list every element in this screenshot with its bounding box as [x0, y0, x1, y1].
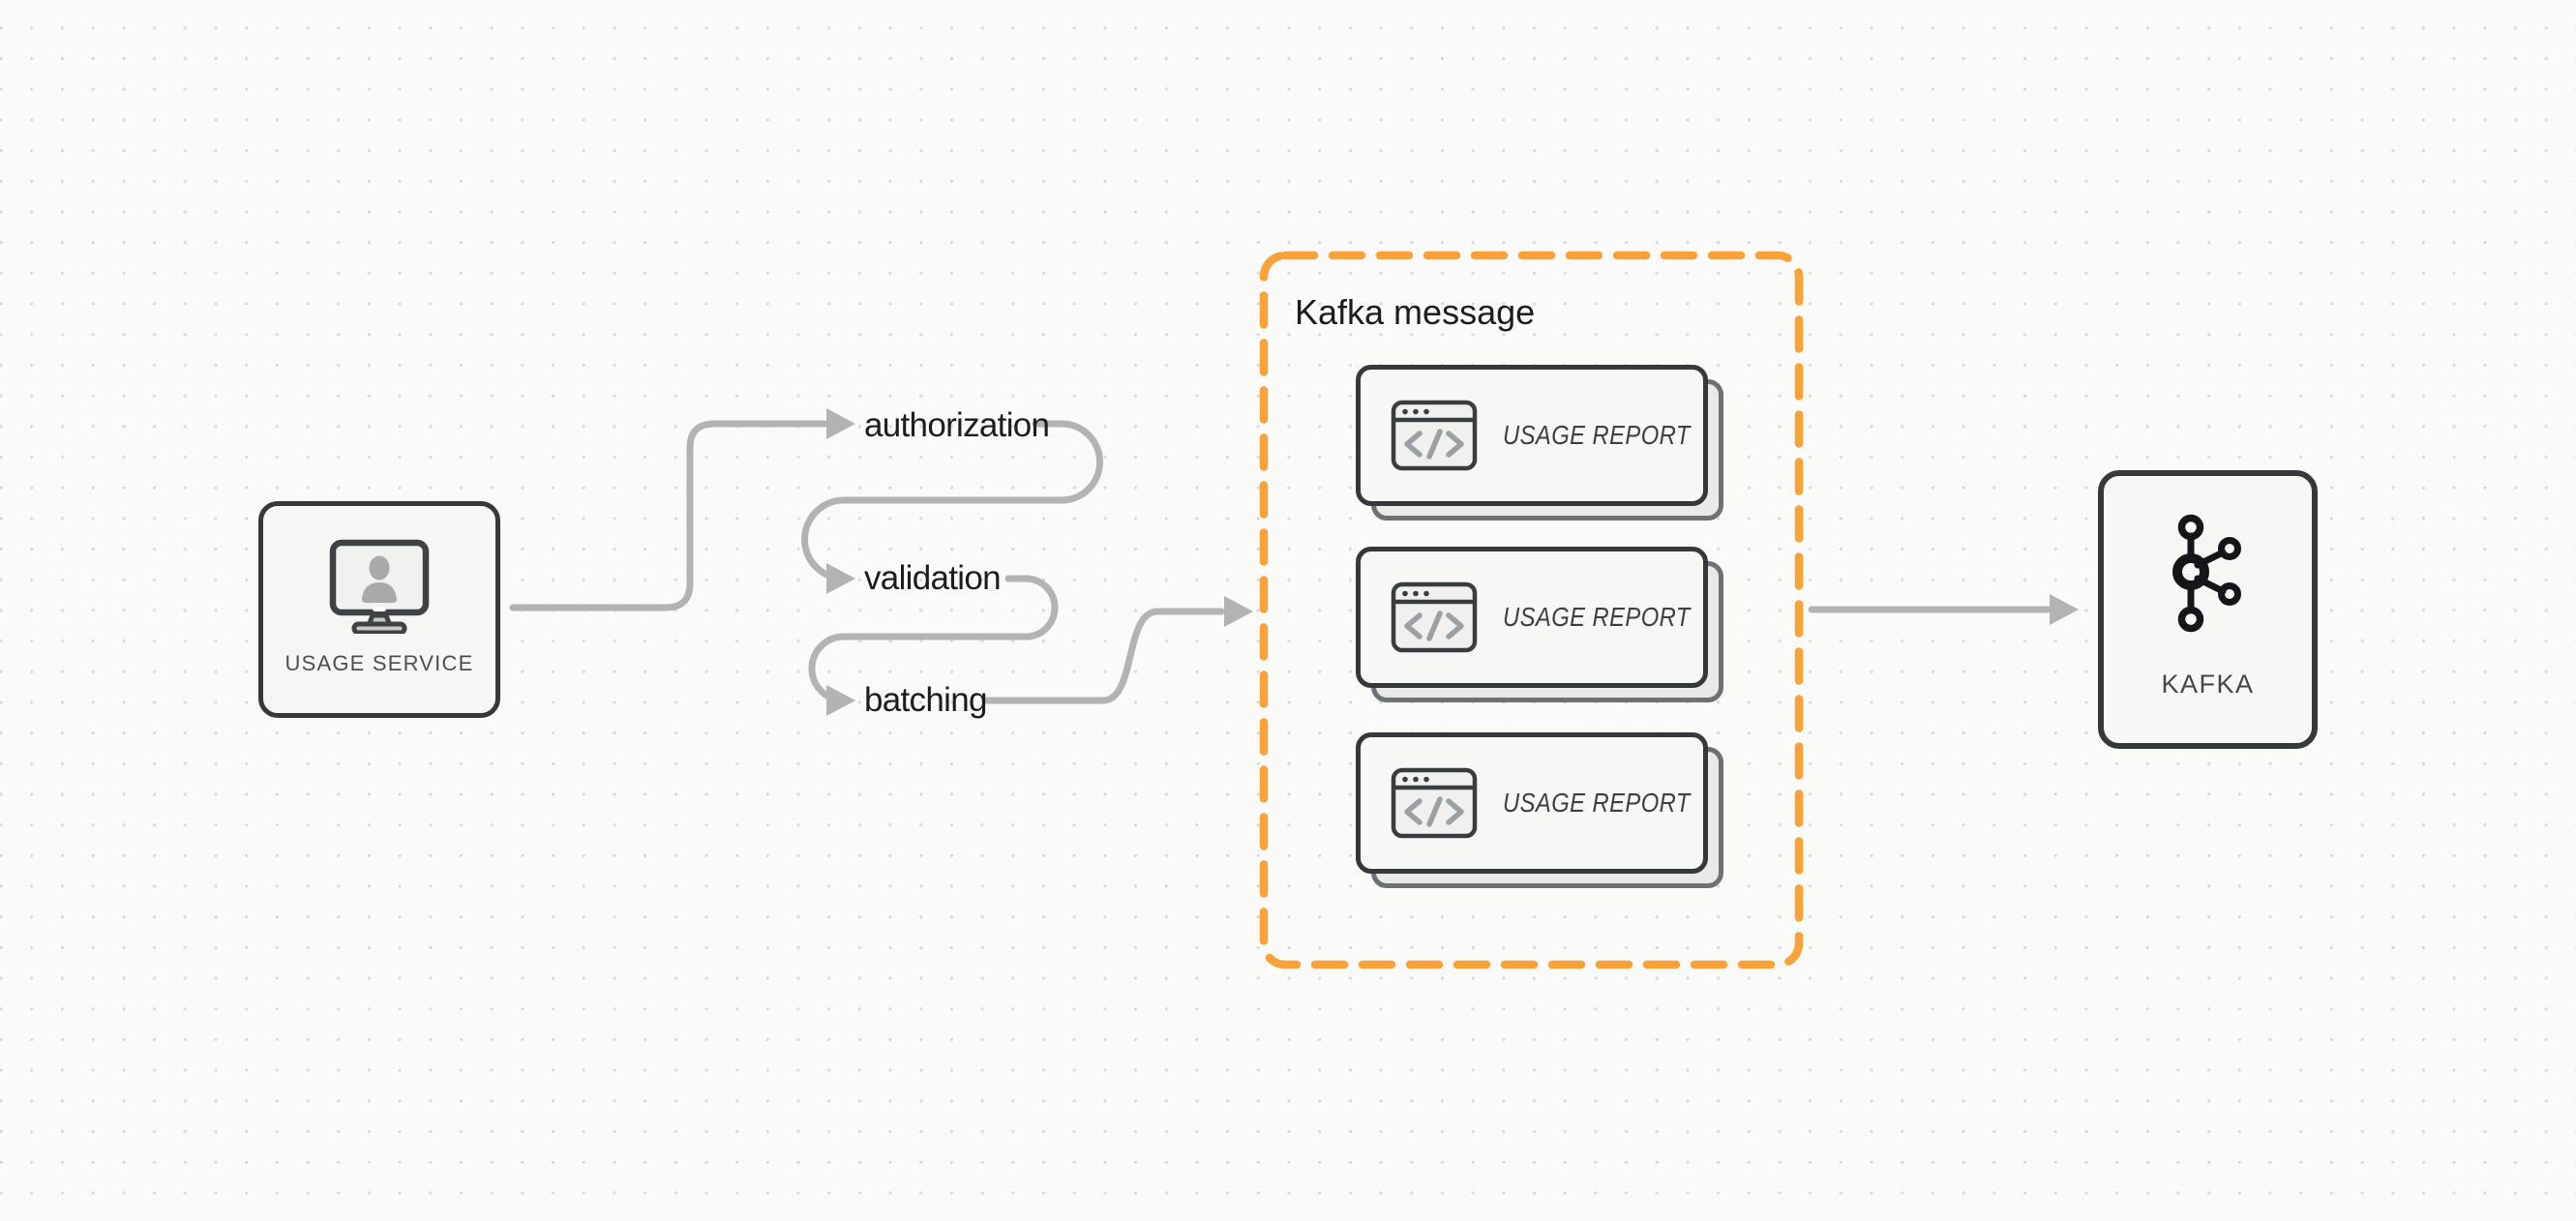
- card-front: USAGE REPORT: [1356, 732, 1708, 874]
- kafka-logo-icon: [2172, 514, 2241, 633]
- connector-batching-to-group: [981, 608, 1225, 704]
- usage-report-card: USAGE REPORT: [1356, 365, 1723, 521]
- code-window-icon: [1391, 767, 1478, 839]
- kafka-label: KAFKA: [2161, 670, 2255, 699]
- usage-report-card: USAGE REPORT: [1356, 732, 1723, 888]
- step-label-batching: batching: [864, 681, 987, 719]
- kafka-node: KAFKA: [2098, 470, 2318, 749]
- monitor-user-icon: [329, 539, 430, 634]
- usage-report-label: USAGE REPORT: [1503, 420, 1691, 450]
- connector-usage-to-authorization: [509, 420, 828, 611]
- arrowhead-authorization: [826, 408, 855, 439]
- connector-validation-to-batching: [808, 575, 1059, 704]
- kafka-message-group-title: Kafka message: [1295, 292, 1536, 332]
- usage-report-label: USAGE REPORT: [1503, 602, 1691, 632]
- card-front: USAGE REPORT: [1356, 365, 1708, 506]
- step-label-validation: validation: [864, 559, 1002, 597]
- arrowhead-validation: [826, 563, 855, 594]
- arrowhead-batching: [826, 685, 855, 716]
- arrowhead-into-kafka: [2050, 594, 2079, 625]
- card-front: USAGE REPORT: [1356, 547, 1708, 688]
- code-window-icon: [1391, 581, 1478, 653]
- connector-authorization-to-validation: [801, 420, 1103, 582]
- usage-service-node: USAGE SERVICE: [258, 501, 500, 718]
- usage-service-label: USAGE SERVICE: [285, 651, 474, 675]
- code-window-icon: [1391, 400, 1478, 471]
- kafka-message-group-border: [1259, 251, 1804, 969]
- usage-report-label: USAGE REPORT: [1503, 788, 1691, 818]
- step-label-authorization: authorization: [864, 406, 1050, 444]
- arrowhead-into-group: [1224, 596, 1253, 627]
- usage-report-card: USAGE REPORT: [1356, 547, 1723, 702]
